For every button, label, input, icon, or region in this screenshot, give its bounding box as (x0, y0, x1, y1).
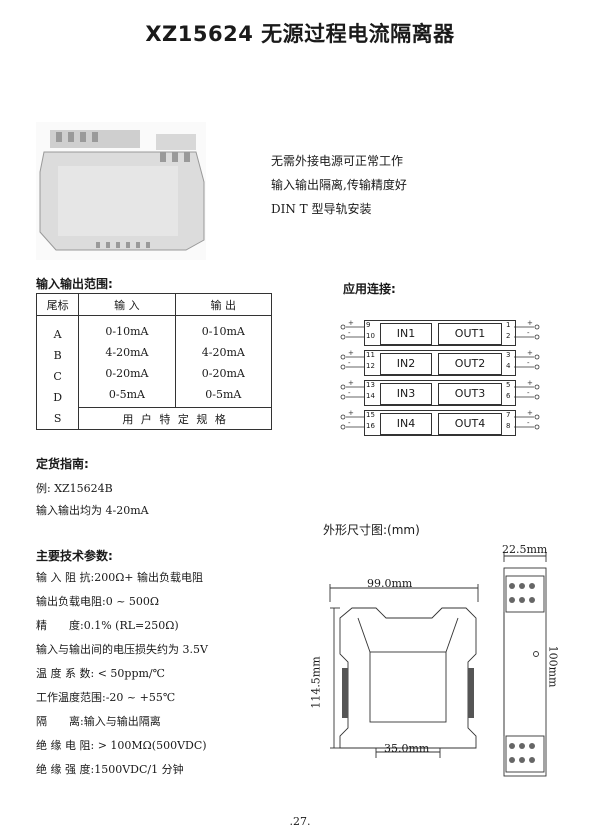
product-photo (36, 122, 206, 260)
suffix-cell: S (53, 412, 62, 425)
specs-list: 输 入 阻 抗:200Ω+ 输出负载电阻 输出负载电阻:0 ~ 500Ω 精 度… (36, 566, 208, 782)
pin-label: 8 (506, 422, 511, 430)
io-range-heading: 输入输出范围: (36, 277, 113, 291)
front-view-drawing (318, 572, 488, 762)
page-number: .27. (289, 815, 311, 828)
connection-diagram: +- +- +- +- +- +- +- +- 9 10 IN1 OUT1 1 … (338, 318, 548, 436)
input-box: IN4 (380, 413, 432, 435)
output-cell: 4-20mA (201, 345, 245, 359)
svg-text:-: - (527, 419, 530, 427)
side-height-label: 100mm (546, 645, 560, 688)
output-cell: 0-10mA (201, 324, 245, 338)
svg-text:-: - (348, 419, 351, 427)
suffix-cell: B (53, 349, 62, 362)
pin-label: 6 (506, 392, 511, 400)
pin-label: 2 (506, 332, 511, 340)
page-title: XZ15624 无源过程电流隔离器 (145, 22, 455, 46)
channel-row (364, 410, 516, 436)
input-cell: 0-20mA (105, 366, 149, 380)
spec-item: 精 度:0.1% (RL=250Ω) (36, 619, 179, 632)
specs-heading: 主要技术参数: (36, 549, 113, 563)
custom-spec-cell: 用 户 特 定 规 格 (78, 407, 272, 430)
output-cell: 0-5mA (205, 387, 242, 401)
output-box: OUT2 (438, 353, 502, 375)
input-cell: 0-5mA (108, 387, 145, 401)
pin-label: 4 (506, 362, 511, 370)
spec-item: 输 入 阻 抗:200Ω+ 输出负载电阻 (36, 571, 204, 584)
svg-text:+: + (348, 379, 354, 387)
order-note: 输入输出均为 4-20mA (36, 504, 149, 517)
channel-row (364, 380, 516, 406)
svg-text:+: + (527, 379, 533, 387)
svg-text:-: - (527, 359, 530, 367)
input-header: 输 入 (78, 293, 176, 316)
pin-label: 15 (366, 411, 375, 419)
input-box: IN3 (380, 383, 432, 405)
height-dimension-label: 114.5mm (309, 656, 323, 709)
input-cell: 0-10mA (105, 324, 149, 338)
svg-text:-: - (348, 389, 351, 397)
suffix-cell: C (53, 370, 62, 383)
order-example: 例: XZ15624B (36, 482, 113, 495)
suffix-header: 尾标 (35, 293, 80, 316)
base-dimension-label: 35.0mm (384, 742, 430, 755)
svg-text:+: + (527, 349, 533, 357)
input-cell: 4-20mA (105, 345, 149, 359)
svg-text:+: + (527, 409, 533, 417)
connection-wires: + - + - + - + - + - + - + - + - (340, 319, 540, 430)
channel-row (364, 350, 516, 376)
output-header: 输 出 (174, 293, 273, 316)
feature-line: 无需外接电源可正常工作 (271, 154, 404, 168)
output-box: OUT3 (438, 383, 502, 405)
channel-row (364, 320, 516, 346)
svg-text:-: - (348, 329, 351, 337)
io-range-table: 尾标 输 入 输 出 A B C D S 0-10mA 4-20mA 0-20m… (35, 293, 273, 430)
pin-label: 16 (366, 422, 375, 430)
pin-label: 7 (506, 411, 511, 419)
spec-item: 隔 离:输入与输出隔离 (36, 715, 161, 728)
spec-item: 绝 缘 电 阻: > 100MΩ(500VDC) (36, 739, 207, 752)
pin-label: 13 (366, 381, 375, 389)
pin-label: 12 (366, 362, 375, 370)
svg-text:-: - (527, 329, 530, 337)
width-dimension-label: 99.0mm (367, 577, 413, 590)
svg-text:-: - (348, 359, 351, 367)
order-heading: 定货指南: (36, 457, 89, 471)
side-view-drawing (496, 550, 556, 782)
spec-item: 绝 缘 强 度:1500VDC/1 分钟 (36, 763, 184, 776)
pin-label: 11 (366, 351, 375, 359)
feature-line: 输入输出隔离,传输精度好 (271, 178, 407, 192)
spec-item: 输出负载电阻:0 ~ 500Ω (36, 595, 160, 608)
svg-text:-: - (527, 389, 530, 397)
svg-text:+: + (348, 409, 354, 417)
pin-label: 5 (506, 381, 511, 389)
suffix-cell: D (53, 391, 63, 404)
feature-line: DIN T 型导轨安装 (271, 202, 372, 216)
output-box: OUT4 (438, 413, 502, 435)
spec-item: 温 度 系 数: < 50ppm/℃ (36, 667, 165, 680)
connection-heading: 应用连接: (343, 282, 396, 296)
suffix-cell: A (53, 328, 62, 341)
output-box: OUT1 (438, 323, 502, 345)
pin-label: 3 (506, 351, 511, 359)
spec-item: 输入与输出间的电压损失约为 3.5V (36, 643, 208, 656)
pin-label: 14 (366, 392, 375, 400)
output-cell: 0-20mA (201, 366, 245, 380)
svg-text:+: + (527, 319, 533, 327)
dimensions-heading: 外形尺寸图:(mm) (323, 523, 420, 537)
pin-label: 9 (366, 321, 371, 329)
svg-text:+: + (348, 319, 354, 327)
svg-text:+: + (348, 349, 354, 357)
pin-label: 1 (506, 321, 511, 329)
input-box: IN2 (380, 353, 432, 375)
pin-label: 10 (366, 332, 375, 340)
spec-item: 工作温度范围:-20 ~ +55℃ (36, 691, 176, 704)
input-box: IN1 (380, 323, 432, 345)
side-width-label: 22.5mm (502, 543, 548, 556)
